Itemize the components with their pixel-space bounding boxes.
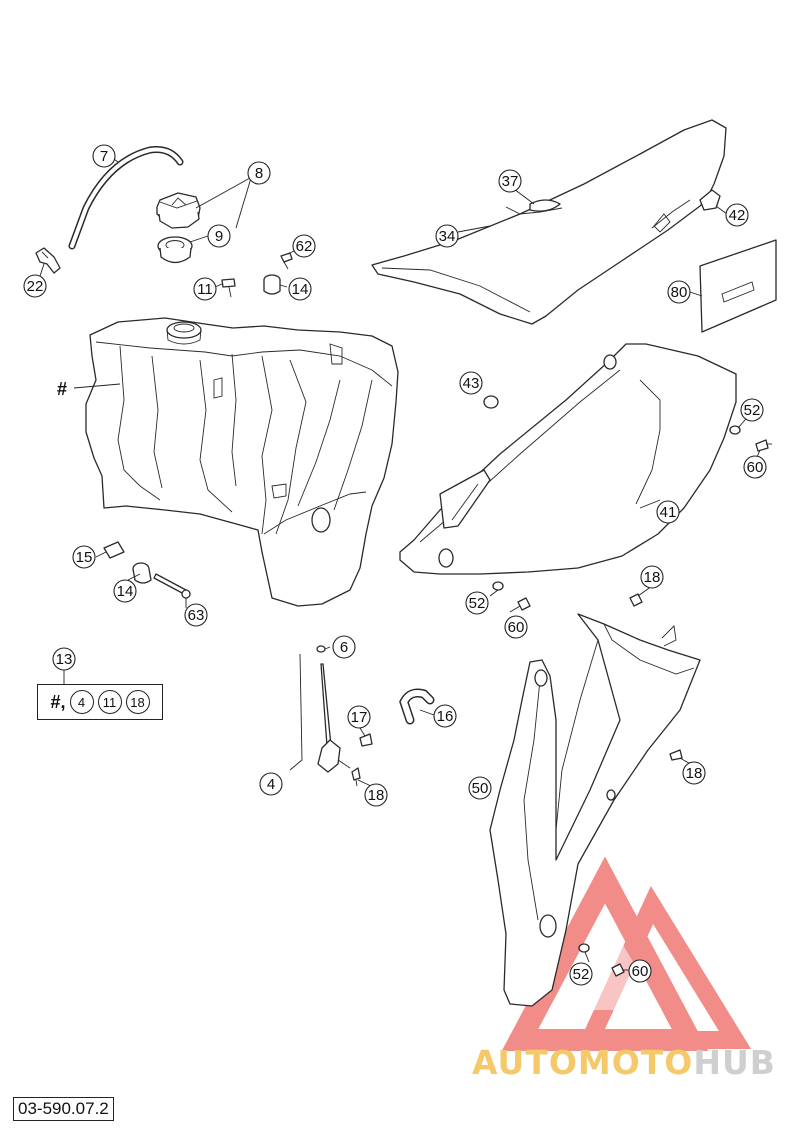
callout-37: 37 bbox=[498, 169, 522, 193]
callout-8: 8 bbox=[247, 161, 271, 185]
callout-number: 6 bbox=[340, 639, 348, 656]
side-cover bbox=[399, 343, 737, 575]
callout-number: 37 bbox=[502, 173, 519, 190]
callout-7: 7 bbox=[92, 144, 116, 168]
callout-number: 18 bbox=[644, 569, 661, 586]
callout-63: 63 bbox=[184, 603, 208, 627]
seat-decal bbox=[699, 239, 777, 333]
callout-number: 14 bbox=[292, 281, 309, 298]
callout-60: 60 bbox=[743, 455, 767, 479]
callout-43: 43 bbox=[459, 371, 483, 395]
callout-number: 14 bbox=[117, 583, 134, 600]
kit-item-11: 11 bbox=[97, 690, 122, 714]
callout-number: 50 bbox=[472, 780, 489, 797]
callout-9: 9 bbox=[207, 224, 231, 248]
callout-number: 52 bbox=[744, 402, 761, 419]
tank-kit-box: #, 4 11 18 bbox=[37, 684, 163, 720]
callout-42: 42 bbox=[725, 203, 749, 227]
callout-60: 60 bbox=[628, 959, 652, 983]
fuel-tap-assembly bbox=[289, 645, 351, 773]
callout-number: 16 bbox=[437, 708, 454, 725]
callout-number: 34 bbox=[439, 228, 456, 245]
leader-lines bbox=[39, 155, 761, 971]
callout-number: 7 bbox=[100, 148, 108, 165]
spoiler-hardware bbox=[578, 943, 625, 977]
callout-number: 8 bbox=[255, 165, 263, 182]
callout-number: 43 bbox=[463, 375, 480, 392]
callout-number: 13 bbox=[56, 651, 73, 668]
callout-15: 15 bbox=[72, 545, 96, 569]
callout-18: 18 bbox=[682, 761, 706, 785]
hose-connector bbox=[35, 247, 61, 274]
fuel-breather-hose bbox=[68, 146, 184, 250]
callout-52: 52 bbox=[465, 591, 489, 615]
callout-18: 18 bbox=[640, 565, 664, 589]
tank-mounting-hardware bbox=[103, 541, 191, 599]
callout-22: 22 bbox=[23, 274, 47, 298]
diagram-reference-code: 03-590.07.2 bbox=[13, 1097, 114, 1121]
tank-hash-marker: # bbox=[57, 379, 67, 399]
callout-41: 41 bbox=[656, 500, 680, 524]
callout-80: 80 bbox=[667, 280, 691, 304]
kit-item-18: 18 bbox=[125, 690, 150, 714]
fuel-tank bbox=[85, 317, 399, 607]
callout-number: 52 bbox=[469, 595, 486, 612]
callout-number: 63 bbox=[188, 607, 205, 624]
callout-number: 52 bbox=[573, 966, 590, 983]
watermark-text: AUTOMOTOHUB bbox=[472, 1043, 776, 1082]
callout-14: 14 bbox=[288, 277, 312, 301]
callout-14: 14 bbox=[113, 579, 137, 603]
callout-number: 60 bbox=[508, 619, 525, 636]
callout-number: 4 bbox=[267, 776, 275, 793]
callout-4: 4 bbox=[259, 772, 283, 796]
radiator-spoiler bbox=[489, 613, 701, 1007]
watermark-part1: AUTOMOTO bbox=[472, 1043, 694, 1082]
cap-seal-ring bbox=[157, 236, 193, 264]
callout-34: 34 bbox=[435, 224, 459, 248]
kit-item-4: 4 bbox=[69, 690, 94, 714]
callout-number: 42 bbox=[729, 207, 746, 224]
callout-labels: 7 8 9 22 62 11 14 37 34 42 80 43 52 60 41 15 14 63 18 52 60 1… bbox=[23, 144, 767, 986]
callout-16: 16 bbox=[433, 704, 457, 728]
callout-52: 52 bbox=[740, 398, 764, 422]
callout-number: 17 bbox=[351, 709, 368, 726]
callout-number: 18 bbox=[368, 787, 385, 804]
callout-number: 60 bbox=[632, 963, 649, 980]
callout-17: 17 bbox=[347, 705, 371, 729]
callout-number: 22 bbox=[27, 278, 44, 295]
callout-11: 11 bbox=[193, 277, 217, 301]
callout-number: 11 bbox=[197, 281, 213, 298]
fuel-cap bbox=[156, 192, 201, 229]
callout-52: 52 bbox=[569, 962, 593, 986]
callout-number: 80 bbox=[671, 284, 688, 301]
callout-number: 15 bbox=[76, 549, 93, 566]
callout-number: 62 bbox=[296, 238, 313, 255]
callout-18: 18 bbox=[364, 783, 388, 807]
callout-number: 41 bbox=[660, 504, 677, 521]
callout-6: 6 bbox=[332, 635, 356, 659]
callout-60: 60 bbox=[504, 615, 528, 639]
small-hardware-group bbox=[221, 252, 293, 298]
callout-number: 60 bbox=[747, 459, 764, 476]
watermark-part2: HUB bbox=[693, 1043, 776, 1082]
fuel-line-parts bbox=[351, 688, 435, 787]
callout-62: 62 bbox=[292, 234, 316, 258]
callout-number: 9 bbox=[215, 228, 223, 245]
seat bbox=[371, 119, 727, 325]
kit-hash: #, bbox=[50, 691, 66, 712]
callout-50: 50 bbox=[468, 776, 492, 800]
callout-number: 18 bbox=[686, 765, 703, 782]
callout-13: 13 bbox=[52, 647, 76, 671]
